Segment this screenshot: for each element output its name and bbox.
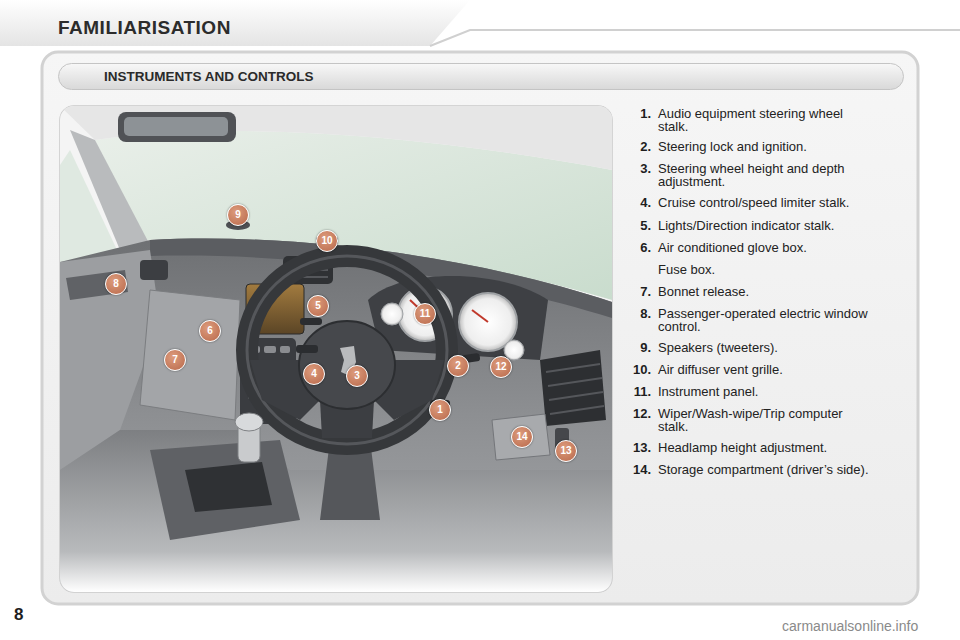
callout-number: 10 bbox=[316, 230, 338, 252]
callout-number: 14 bbox=[511, 426, 533, 448]
callout-number: 2 bbox=[447, 355, 469, 377]
callout-number: 3 bbox=[346, 365, 368, 387]
list-number: 2. bbox=[627, 141, 651, 154]
list-text: Headlamp height adjustment. bbox=[658, 442, 908, 455]
callout-number: 12 bbox=[490, 356, 512, 378]
list-text: Steering wheel height and depth adjustme… bbox=[658, 163, 873, 188]
list-number: 8. bbox=[627, 308, 651, 321]
list-text: Storage compartment (driver’s side). bbox=[658, 464, 908, 477]
list-number: 6. bbox=[627, 242, 651, 255]
callout-number: 11 bbox=[414, 303, 436, 325]
list-text: Cruise control/speed limiter stalk. bbox=[658, 197, 908, 210]
list-number: 3. bbox=[627, 163, 651, 176]
list-number: 10. bbox=[627, 364, 651, 377]
callout-number: 9 bbox=[227, 204, 249, 226]
callout-number: 13 bbox=[555, 440, 577, 462]
list-number: 13. bbox=[627, 442, 651, 455]
callout-number: 4 bbox=[303, 363, 325, 385]
list-number: 7. bbox=[627, 286, 651, 299]
list-text: Bonnet release. bbox=[658, 286, 908, 299]
list-text: Lights/Direction indicator stalk. bbox=[658, 220, 908, 233]
list-text: Wiper/Wash-wipe/Trip computer stalk. bbox=[658, 408, 873, 433]
list-number: 12. bbox=[627, 408, 651, 421]
watermark: carmanualsonline.info bbox=[782, 618, 918, 634]
callout-number: 8 bbox=[105, 273, 127, 295]
callout-number: 7 bbox=[164, 349, 186, 371]
callout-number: 1 bbox=[429, 399, 451, 421]
list-text: Passenger-operated electric window contr… bbox=[658, 308, 873, 333]
list-text: Air conditioned glove box. bbox=[658, 242, 908, 255]
section-band: INSTRUMENTS AND CONTROLS bbox=[58, 63, 904, 90]
list-number: 11. bbox=[627, 386, 651, 399]
list-text: Air diffuser vent grille. bbox=[658, 364, 908, 377]
page-number: 8 bbox=[14, 605, 23, 625]
list-number: 1. bbox=[627, 108, 651, 121]
callout-number: 5 bbox=[307, 295, 329, 317]
callout-number: 6 bbox=[199, 320, 221, 342]
list-number: 9. bbox=[627, 342, 651, 355]
list-number: 5. bbox=[627, 220, 651, 233]
list-number: 4. bbox=[627, 197, 651, 210]
list-text: Steering lock and ignition. bbox=[658, 141, 908, 154]
list-number: 14. bbox=[627, 464, 651, 477]
page-title: FAMILIARISATION bbox=[58, 17, 231, 39]
section-heading: INSTRUMENTS AND CONTROLS bbox=[104, 69, 314, 84]
list-text: Audio equipment steering wheel stalk. bbox=[658, 108, 873, 133]
list-text: Instrument panel. bbox=[658, 386, 908, 399]
list-text: Speakers (tweeters). bbox=[658, 342, 908, 355]
list-text: Fuse box. bbox=[658, 264, 908, 277]
